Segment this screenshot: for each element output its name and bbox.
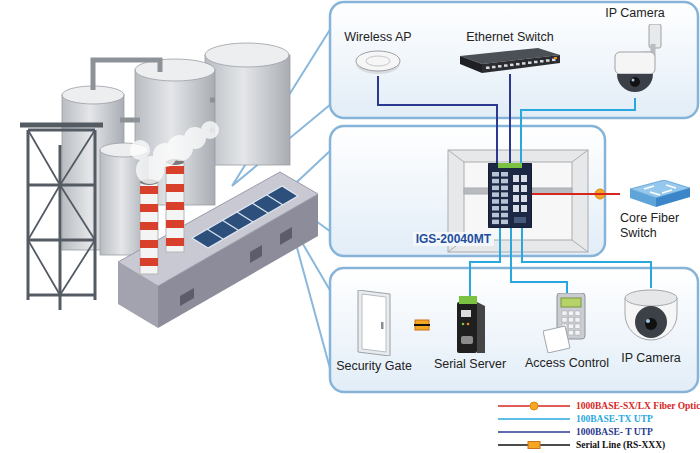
- panel: [330, 126, 605, 256]
- legend-text: 100BASE-TX UTP: [576, 414, 653, 424]
- network-link: [521, 98, 635, 163]
- legend-row: 1000BASE-SX/LX Fiber Optic: [498, 399, 700, 412]
- device-label: Security Gate: [334, 359, 414, 374]
- legend-swatch: [498, 427, 570, 437]
- device-node: Access Control: [523, 293, 611, 371]
- legend-row: Serial Line (RS-XXX): [498, 438, 700, 451]
- legend-swatch: [498, 414, 570, 424]
- legend: 1000BASE-SX/LX Fiber Optic 100BASE-TX UTP…: [498, 399, 700, 451]
- igs-icon: [488, 163, 532, 228]
- panel: [330, 2, 698, 118]
- device-label: IP Camera: [598, 6, 672, 21]
- legend-swatch: [498, 440, 570, 450]
- legend-row: 100BASE-TX UTP: [498, 412, 700, 425]
- steel-frame: [20, 125, 103, 310]
- device-label: Ethernet Switch: [453, 30, 567, 45]
- solar-panels: [192, 186, 298, 248]
- serial-icon: [453, 296, 487, 354]
- device-label: IP Camera: [613, 351, 689, 366]
- network-link: [378, 76, 497, 163]
- legend-text: Serial Line (RS-XXX): [576, 440, 665, 450]
- legend-row: 1000BASE- T UTP: [498, 425, 700, 438]
- device-node: Wireless AP: [338, 30, 418, 76]
- device-label: Access Control: [523, 356, 611, 371]
- panel: [330, 268, 698, 392]
- ptz-icon: [607, 24, 663, 98]
- core-icon: [630, 180, 690, 208]
- dome-icon: [621, 288, 681, 348]
- device-node: Core Fiber Switch: [620, 180, 700, 241]
- access-icon: [543, 293, 591, 353]
- device-label: Core Fiber Switch: [620, 211, 700, 241]
- legend-text: 1000BASE- T UTP: [576, 427, 653, 437]
- factory-building: [118, 172, 318, 328]
- device-node: IP Camera: [598, 6, 672, 98]
- network-link: [532, 193, 620, 195]
- device-label: IGS-20040MT: [413, 232, 494, 246]
- device-node: Serial Server: [430, 296, 510, 372]
- network-link: [511, 228, 567, 293]
- device-node: Security Gate: [334, 290, 414, 374]
- device-label: Serial Server: [430, 357, 510, 372]
- legend-swatch: [498, 401, 570, 411]
- eth-icon: [460, 48, 560, 74]
- network-link: [414, 324, 430, 326]
- serial-marker: [415, 320, 429, 330]
- device-label: Wireless AP: [338, 30, 418, 45]
- device-node: IGS-20040MT: [488, 163, 532, 228]
- device-node: IP Camera: [613, 288, 689, 366]
- ap-icon: [355, 48, 401, 76]
- network-link: [509, 74, 511, 163]
- smoke: [130, 121, 219, 184]
- gate-icon: [354, 290, 394, 356]
- pipes: [93, 60, 215, 130]
- legend-text: 1000BASE-SX/LX Fiber Optic: [576, 401, 700, 411]
- device-node: Ethernet Switch: [453, 30, 567, 74]
